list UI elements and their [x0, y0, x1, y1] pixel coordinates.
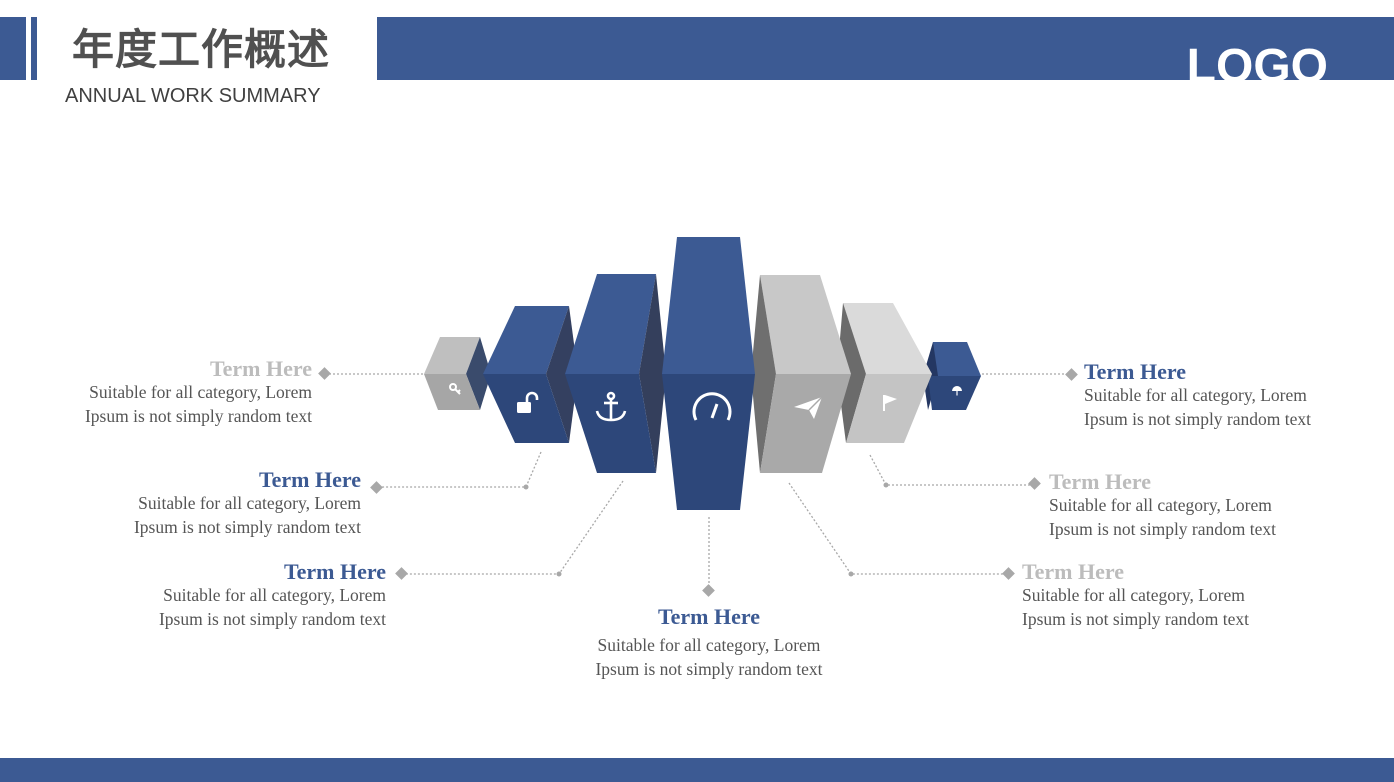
unlock-icon: [517, 391, 539, 413]
key-icon: [449, 383, 461, 395]
block-unlock: [483, 306, 578, 443]
term-desc-line: Ipsum is not simply random text: [1084, 408, 1312, 429]
term-desc-line: Ipsum is not simply random text: [158, 608, 386, 629]
speedometer-icon: [692, 392, 732, 421]
term-title: Term Here: [283, 559, 386, 584]
term-desc-line: Ipsum is not simply random text: [1022, 608, 1250, 629]
term-title: Term Here: [1084, 359, 1187, 384]
term-desc-line: Suitable for all category, Lorem: [1049, 495, 1272, 515]
header-accent-stripe: [31, 17, 37, 80]
block-speedometer: [662, 237, 755, 510]
term-item-6: Term Here Suitable for all category, Lor…: [1049, 470, 1349, 541]
block-umbrella: [923, 342, 981, 410]
block-flag: [837, 303, 932, 443]
block-anchor: [565, 274, 666, 473]
term-title: Term Here: [258, 467, 361, 492]
term-desc-line: Suitable for all category, Lorem: [138, 493, 361, 513]
paper-plane-icon: [794, 396, 823, 419]
block-key: [424, 337, 491, 410]
term-item-1: Term Here Suitable for all category, Lor…: [12, 357, 312, 428]
term-desc-line: Ipsum is not simply random text: [1049, 518, 1277, 539]
term-item-2: Term Here Suitable for all category, Lor…: [61, 468, 361, 539]
term-desc-line: Ipsum is not simply random text: [84, 405, 312, 426]
term-desc-line: Suitable for all category, Lorem: [1022, 585, 1245, 605]
footer-bar: [0, 758, 1394, 782]
page-subtitle: ANNUAL WORK SUMMARY: [65, 85, 321, 107]
term-desc-line: Suitable for all category, Lorem: [89, 382, 312, 402]
term-title: Term Here: [657, 604, 761, 629]
term-desc-line: Ipsum is not simply random text: [133, 516, 361, 537]
header-accent-bar: [0, 17, 26, 80]
connector-3: [405, 480, 624, 575]
page-title: 年度工作概述: [72, 25, 331, 74]
header-banner: LOGO: [377, 17, 1394, 93]
term-item-3: Term Here Suitable for all category, Lor…: [86, 560, 386, 631]
term-desc-line: Suitable for all category, Lorem: [597, 635, 821, 655]
connector-6: [869, 454, 1033, 486]
term-desc-line: Ipsum is not simply random text: [595, 658, 823, 679]
term-desc-line: Suitable for all category, Lorem: [1084, 385, 1307, 405]
umbrella-icon: [952, 386, 962, 396]
term-desc-line: Suitable for all category, Lorem: [163, 585, 386, 605]
term-title: Term Here: [1049, 469, 1152, 494]
anchor-icon: [595, 391, 627, 422]
term-item-4: Term Here Suitable for all category, Lor…: [559, 605, 859, 681]
connector-5: [788, 482, 1005, 575]
term-item-5: Term Here Suitable for all category, Lor…: [1022, 560, 1322, 631]
term-title: Term Here: [1022, 559, 1125, 584]
flag-icon: [883, 395, 897, 411]
block-paper-plane: [751, 275, 851, 473]
term-title: Term Here: [209, 356, 312, 381]
term-item-7: Term Here Suitable for all category, Lor…: [1084, 360, 1384, 431]
logo: LOGO: [1186, 40, 1328, 93]
connector-2: [380, 451, 542, 488]
